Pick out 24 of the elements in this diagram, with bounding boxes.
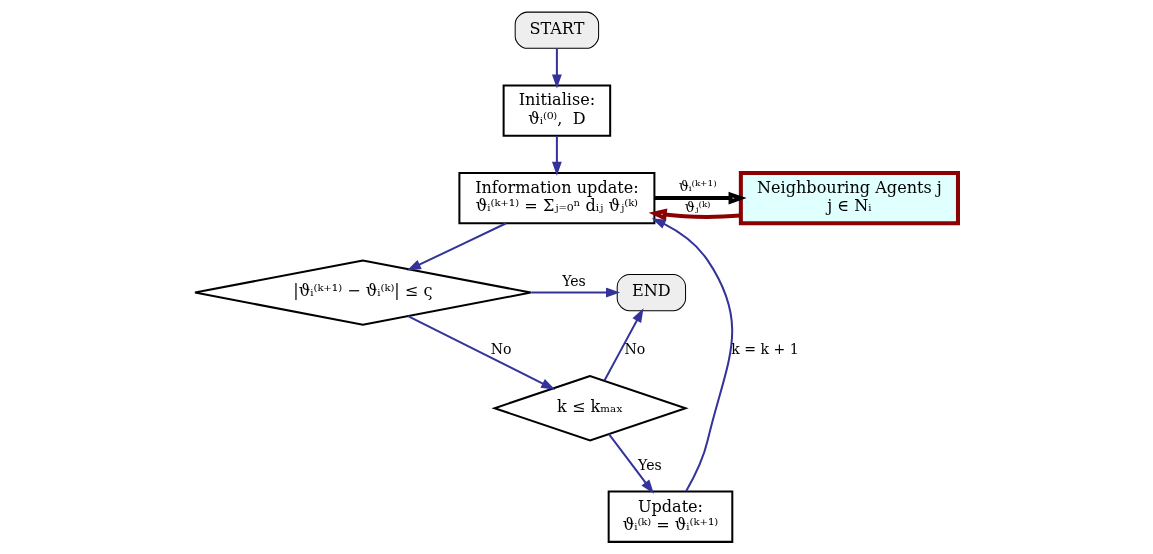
- arrow: [551, 48, 562, 89]
- edge-label: k = k + 1: [731, 341, 799, 358]
- edge-label: Yes: [638, 456, 662, 473]
- arrow: [406, 222, 507, 271]
- arrow: [531, 287, 621, 298]
- arrow: [648, 208, 741, 222]
- node-box: Initialise: ϑᵢ⁽⁰⁾, D: [502, 84, 612, 137]
- node-box: END: [616, 274, 687, 312]
- node-box: Neighbouring Agents j j ∈ Nᵢ: [738, 170, 960, 226]
- edge-label: ϑⱼ⁽ᵏ⁾: [684, 199, 711, 216]
- node-box: START: [514, 11, 600, 49]
- edge-label: No: [624, 341, 646, 358]
- arrow: [407, 315, 556, 390]
- arrow: [651, 218, 734, 492]
- edge-label: ϑᵢ⁽ᵏ⁺¹⁾: [678, 178, 717, 195]
- arrow: [608, 433, 654, 494]
- edge-label: Yes: [562, 272, 586, 289]
- edge-label: No: [490, 341, 512, 358]
- node-box: Update: ϑᵢ⁽ᵏ⁾ = ϑᵢ⁽ᵏ⁺¹⁾: [607, 490, 734, 543]
- node-diamond: k ≤ kₘₐₓ: [491, 374, 689, 442]
- node-box: Information update: ϑᵢ⁽ᵏ⁺¹⁾ = Σⱼ₌₀ⁿ dᵢⱼ ϑⱼ⁽ᵏ⁾: [458, 171, 656, 225]
- arrow: [603, 308, 644, 381]
- arrow: [551, 135, 562, 176]
- arrow: [654, 191, 747, 205]
